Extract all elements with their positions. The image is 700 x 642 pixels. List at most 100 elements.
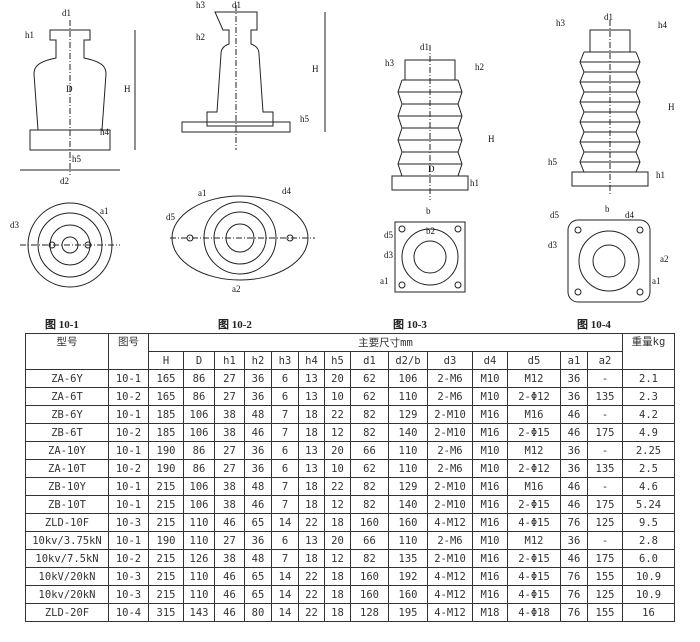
table-cell: 110 — [183, 531, 215, 550]
header-col: a1 — [560, 351, 588, 370]
table-cell: 36 — [560, 441, 588, 460]
table-cell: 22 — [298, 603, 325, 622]
header-col: D — [183, 351, 215, 370]
table-cell: M16 — [472, 567, 508, 586]
table-cell: 2.8 — [622, 531, 675, 550]
table-cell: 315 — [148, 603, 184, 622]
table-cell: 65 — [244, 513, 272, 532]
table-cell: 12 — [324, 423, 351, 442]
table-cell: M16 — [472, 477, 508, 496]
table-cell: 86 — [183, 441, 215, 460]
table-cell: 175 — [587, 495, 623, 514]
table-cell: 2-M10 — [427, 477, 473, 496]
table-cell: 6 — [271, 531, 299, 550]
dim-label: h5 — [300, 114, 310, 124]
table-cell: ZLD-10F — [25, 513, 109, 532]
dim-label: d5 — [550, 210, 560, 220]
dim-label: a1 — [100, 206, 109, 216]
table-cell: 46 — [560, 423, 588, 442]
table-cell: 140 — [388, 495, 428, 514]
dim-label: d3 — [548, 240, 558, 250]
table-cell: 36 — [244, 531, 272, 550]
header-col: d5 — [507, 351, 561, 370]
table-cell: M16 — [472, 513, 508, 532]
dim-label: d4 — [625, 210, 635, 220]
table-cell: 160 — [388, 585, 428, 604]
table-cell: M16 — [507, 405, 561, 424]
dim-label: h3 — [556, 18, 566, 28]
table-cell: 46 — [560, 405, 588, 424]
table-cell: 165 — [148, 387, 184, 406]
table-cell: 7 — [271, 549, 299, 568]
table-cell: 2-M6 — [427, 531, 473, 550]
dim-label: h5 — [72, 154, 82, 164]
table-cell: 65 — [244, 567, 272, 586]
table-cell: 160 — [350, 567, 389, 586]
dim-label: d2 — [60, 176, 69, 186]
table-cell: 110 — [388, 531, 428, 550]
table-cell: ZB-10T — [25, 495, 109, 514]
table-cell: 62 — [350, 387, 389, 406]
table-cell: 80 — [244, 603, 272, 622]
table-cell: ZA-10Y — [25, 441, 109, 460]
header-col: h2 — [244, 351, 272, 370]
table-cell: 4-Φ15 — [507, 513, 561, 532]
table-cell: 48 — [244, 405, 272, 424]
table-cell: 215 — [148, 549, 184, 568]
table-cell: 160 — [388, 513, 428, 532]
table-cell: 76 — [560, 513, 588, 532]
table-cell: ZLD-20F — [25, 603, 109, 622]
table-cell: 36 — [560, 387, 588, 406]
dim-label: H — [668, 102, 675, 112]
table-cell: 36 — [244, 459, 272, 478]
table-cell: 14 — [271, 603, 299, 622]
header-col: d2/b — [388, 351, 428, 370]
table-cell: 12 — [324, 549, 351, 568]
table-cell: 140 — [388, 423, 428, 442]
table-cell: 38 — [214, 405, 245, 424]
table-cell: M10 — [472, 459, 508, 478]
dim-label: d3 — [384, 250, 394, 260]
header-model: 型号 — [25, 333, 109, 370]
table-cell: 2.5 — [622, 459, 675, 478]
table-cell: 160 — [350, 513, 389, 532]
table-cell: 36 — [560, 459, 588, 478]
dim-label: h3 — [385, 58, 395, 68]
table-cell: 4-M12 — [427, 567, 473, 586]
table-cell: 38 — [214, 423, 245, 442]
table-cell: 110 — [183, 585, 215, 604]
dim-label: h3 — [196, 0, 206, 10]
table-cell: 4.2 — [622, 405, 675, 424]
table-cell: 155 — [587, 603, 623, 622]
dim-label: H — [488, 134, 495, 144]
table-cell: 2-Φ15 — [507, 495, 561, 514]
table-cell: M10 — [472, 531, 508, 550]
table-cell: 18 — [298, 549, 325, 568]
header-main-dimensions: 主要尺寸mm — [148, 333, 623, 352]
header-col: h1 — [214, 351, 245, 370]
table-cell: 18 — [324, 603, 351, 622]
dim-label: d3 — [10, 220, 20, 230]
table-cell: - — [587, 441, 623, 460]
table-cell: 10-2 — [108, 387, 149, 406]
table-cell: 18 — [298, 495, 325, 514]
dim-label: D — [66, 84, 73, 94]
dim-label: d5 — [384, 230, 394, 240]
table-cell: 110 — [388, 441, 428, 460]
dim-label: h4 — [100, 127, 110, 137]
dim-label: b — [426, 206, 431, 216]
table-cell: 20 — [324, 369, 351, 388]
dim-label: h2 — [475, 62, 484, 72]
table-cell: 190 — [148, 531, 184, 550]
table-cell: 82 — [350, 549, 389, 568]
table-cell: 10-2 — [108, 423, 149, 442]
figure-10-4-drawing: h3 d1 h4 H h5 h1 b d4 d5 d3 a1 a2 — [548, 12, 675, 303]
